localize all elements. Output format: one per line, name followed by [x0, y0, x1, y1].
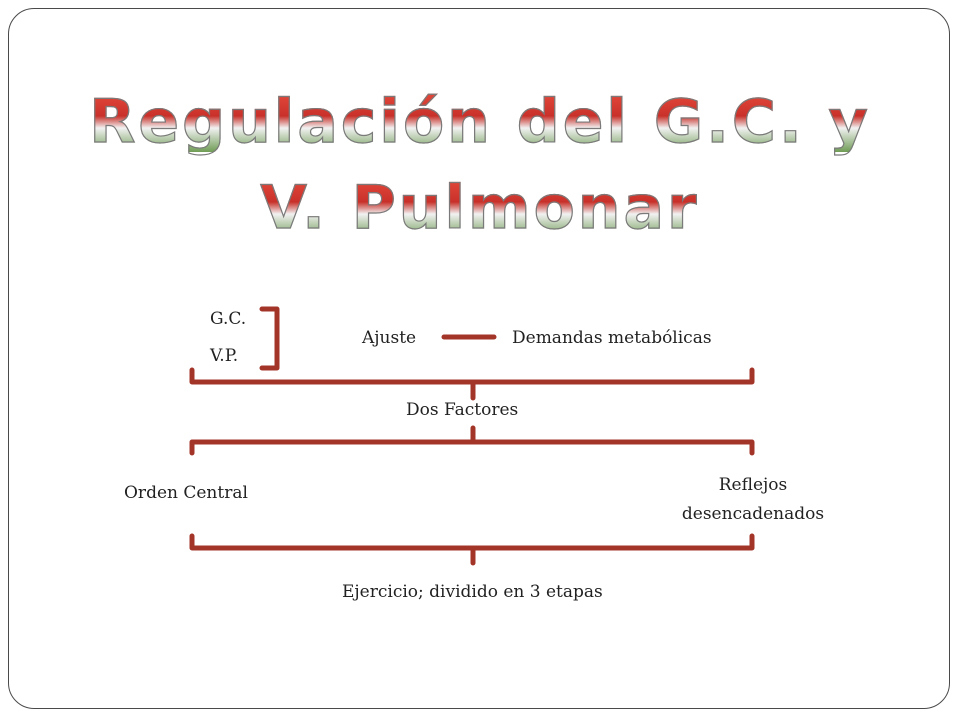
dos-factores-bracket	[189, 367, 755, 401]
slide-title-line-1: Regulación del G.C. y	[0, 91, 960, 152]
dos-factores-label: Dos Factores	[406, 400, 519, 420]
demandas-label: Demandas metabólicas	[512, 328, 712, 348]
gc-vp-bracket	[259, 306, 280, 371]
gc-label: G.C.	[210, 309, 247, 329]
slide-frame	[8, 8, 950, 709]
ejercicio-bracket	[189, 533, 755, 566]
reflejos-label-line-2: desencadenados	[681, 504, 825, 524]
factors-split-bracket	[189, 425, 755, 456]
orden-central-label: Orden Central	[124, 483, 248, 503]
ajuste-label: Ajuste	[362, 328, 417, 348]
ejercicio-label: Ejercicio; dividido en 3 etapas	[342, 582, 603, 602]
reflejos-label-line-1: Reflejos	[718, 475, 788, 495]
vp-label: V.P.	[210, 346, 239, 366]
slide-title-line-2: V. Pulmonar	[0, 177, 960, 238]
